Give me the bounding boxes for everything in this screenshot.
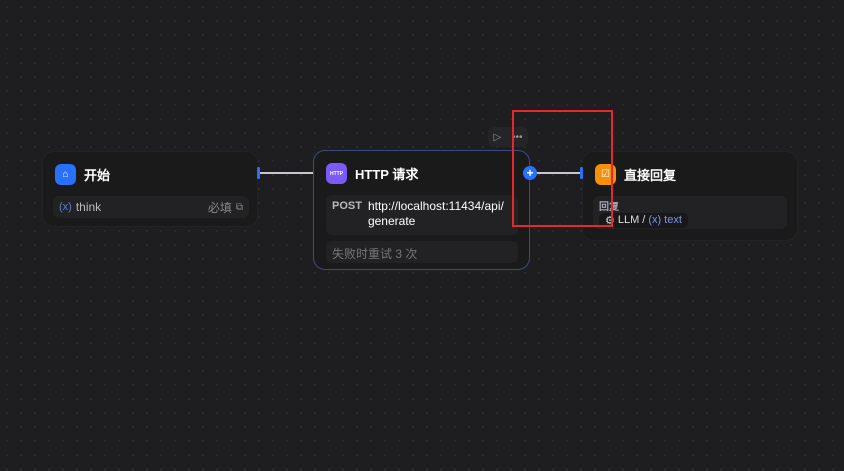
var-icon: (x) (648, 214, 662, 226)
var-name: text (664, 214, 682, 226)
variable-row[interactable]: (x) think 必填 ⧉ (53, 196, 249, 218)
node-title: 直接回复 (624, 168, 677, 183)
home-icon: ⌂ (55, 164, 76, 185)
node-title: HTTP 请求 (355, 167, 419, 182)
http-node[interactable]: HTTP HTTP 请求 POST http://localhost:11434/… (313, 150, 530, 270)
method-badge: POST (332, 200, 362, 212)
node-title: 开始 (84, 168, 111, 183)
node-toolbar: ▷ ••• (488, 127, 528, 147)
reply-label: 回复 (599, 202, 619, 213)
start-node[interactable]: ⌂ 开始 (x) think 必填 ⧉ (42, 151, 258, 227)
separator: / (642, 214, 646, 226)
copy-icon: ⧉ (235, 201, 243, 213)
run-icon[interactable]: ▷ (493, 131, 502, 143)
var-icon: (x) (59, 201, 72, 213)
source-node: LLM (617, 214, 640, 226)
required-label: 必填 (207, 200, 232, 215)
start-handle[interactable] (257, 167, 260, 179)
url-text: http://localhost:11434/api/generate (367, 199, 504, 228)
reply-node[interactable]: ☑ 直接回复 回复 ⚙LLM/(x)text (582, 151, 798, 241)
reply-icon: ☑ (595, 164, 616, 185)
edge-start-http (259, 172, 314, 174)
more-icon[interactable]: ••• (512, 131, 523, 143)
add-node-button[interactable]: + (523, 166, 537, 180)
variable-ref: ⚙LLM/(x)text (599, 213, 688, 228)
highlight-box (512, 110, 613, 227)
http-icon: HTTP (326, 163, 347, 184)
request-row: POST http://localhost:11434/api/generate (326, 195, 518, 235)
var-name: think (75, 200, 102, 214)
reply-field: 回复 ⚙LLM/(x)text (593, 196, 787, 229)
retry-row: 失败时重试 3 次 (326, 241, 518, 263)
reply-handle[interactable] (580, 167, 583, 179)
edge-http-reply (536, 172, 582, 174)
llm-icon: ⚙ (605, 215, 615, 227)
